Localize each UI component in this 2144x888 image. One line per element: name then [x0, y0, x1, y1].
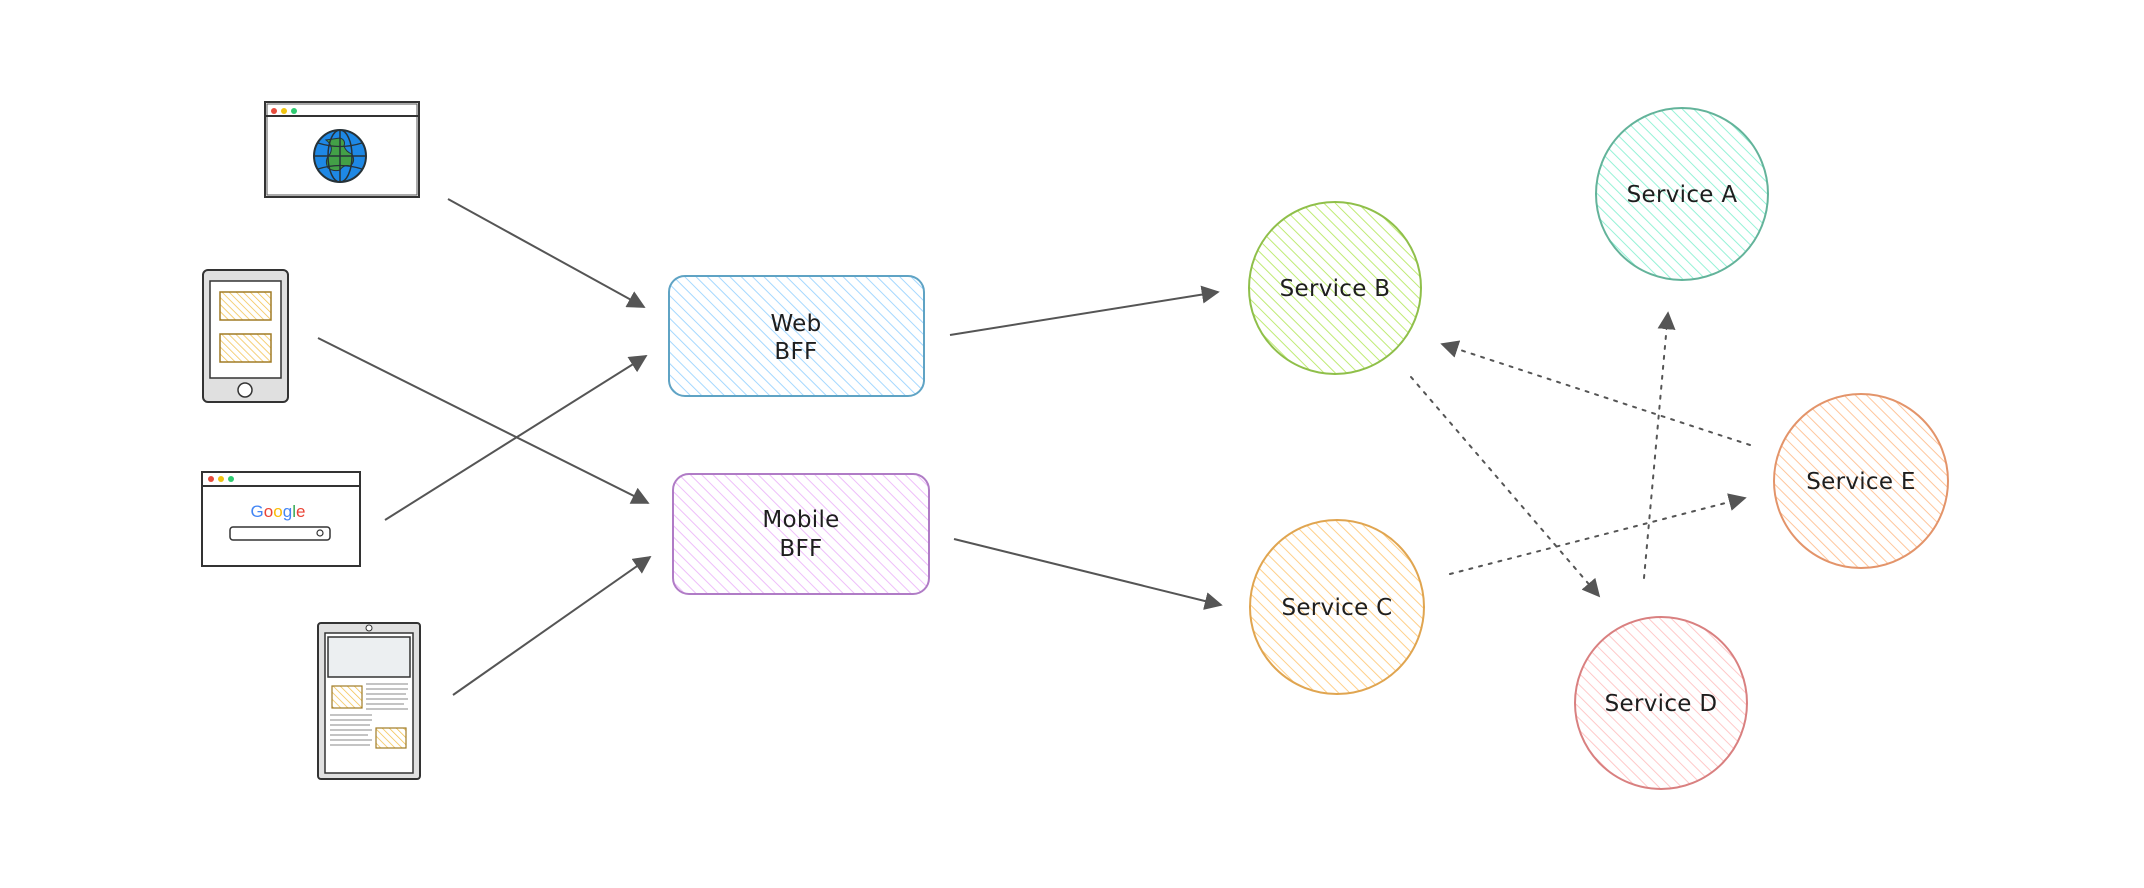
web-bff-label-line1: Web — [770, 311, 821, 337]
mobile-phone-icon — [202, 269, 289, 403]
search-icon — [316, 529, 324, 537]
arrow-service-e-to-service-b — [1440, 340, 1751, 446]
arrow-tablet-to-mobile-bff — [452, 555, 652, 696]
service-c-label: Service C — [1281, 595, 1392, 621]
web-bff-box: Web BFF — [668, 275, 925, 397]
service-b-node: Service B — [1248, 201, 1422, 375]
arrow-service-c-to-service-e — [1449, 493, 1747, 575]
arrow-search-to-web-bff — [384, 355, 648, 521]
web-bff-label-line2: BFF — [774, 339, 817, 365]
browser-globe-icon — [264, 101, 420, 198]
client-arrows — [317, 198, 652, 696]
google-logo: Google — [251, 502, 306, 521]
arrow-service-d-to-service-a — [1643, 311, 1676, 579]
service-d-node: Service D — [1574, 616, 1748, 790]
service-c-node: Service C — [1249, 519, 1425, 695]
service-a-node: Service A — [1595, 107, 1769, 281]
service-b-label: Service B — [1280, 276, 1391, 302]
mobile-bff-label-line1: Mobile — [762, 507, 839, 533]
globe-icon — [313, 129, 367, 183]
service-e-node: Service E — [1773, 393, 1949, 569]
service-a-label: Service A — [1627, 182, 1738, 208]
search-bar — [229, 526, 331, 541]
arrow-browser-to-web-bff — [447, 198, 646, 308]
browser-search-icon: Google — [201, 471, 361, 567]
service-d-label: Service D — [1605, 691, 1718, 717]
tablet-document-icon — [317, 622, 421, 780]
mobile-bff-box: Mobile BFF — [672, 473, 930, 595]
arrow-web-bff-to-service-b — [949, 285, 1220, 336]
service-e-label: Service E — [1806, 469, 1916, 495]
arrow-service-b-to-service-d — [1410, 376, 1601, 598]
service-dotted-arrows — [1410, 311, 1751, 598]
mobile-bff-label-line2: BFF — [779, 536, 822, 562]
bff-arrows — [949, 285, 1223, 610]
arrow-mobile-bff-to-service-c — [953, 538, 1223, 610]
arrow-phone-to-mobile-bff — [317, 337, 650, 504]
